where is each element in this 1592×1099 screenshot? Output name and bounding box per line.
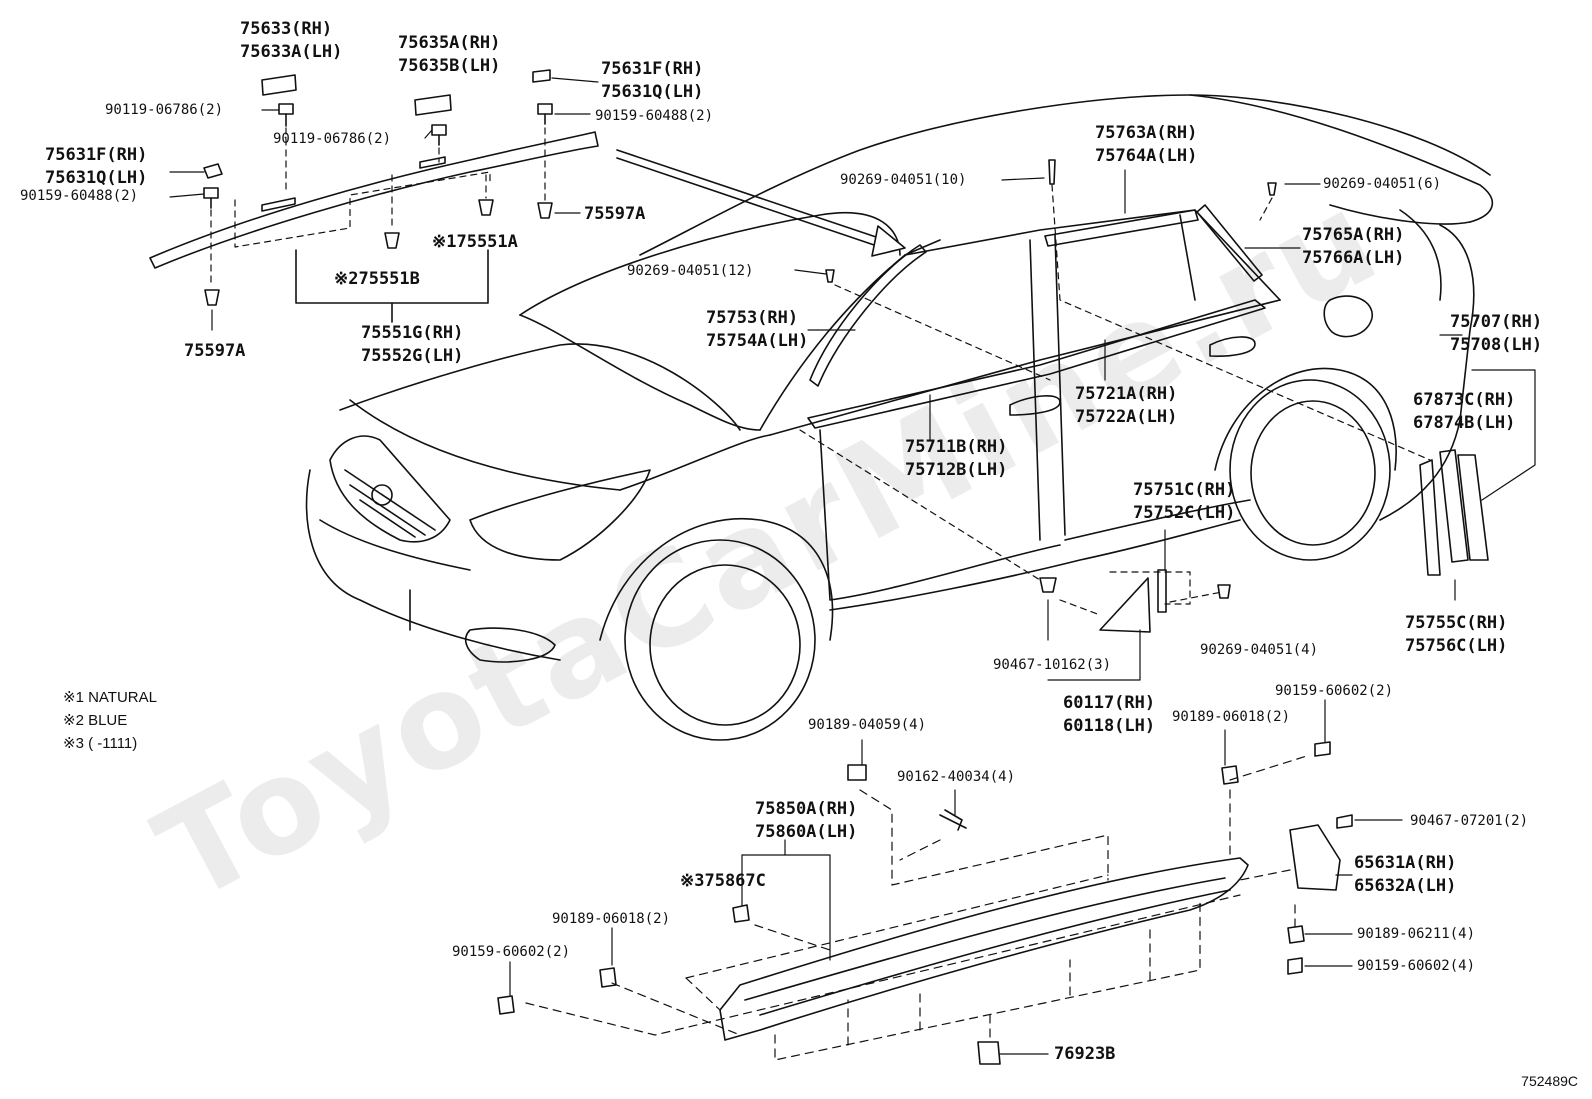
label-75631F-left: 75631F(RH) 75631Q(LH) — [45, 145, 148, 188]
label-90269-04051-10: 90269-04051(10) — [840, 172, 967, 188]
label-90159-60602-a: 90159-60602(2) — [1275, 683, 1394, 699]
label-90189-06018-b: 90189-06018(2) — [552, 911, 671, 927]
label-76923B: 76923B — [1054, 1044, 1116, 1064]
label-75551A: ※175551A — [432, 232, 518, 252]
molding-leaders — [799, 184, 1431, 616]
label-75551B: ※275551B — [334, 269, 420, 289]
label-90189-04059: 90189-04059(4) — [808, 717, 927, 733]
label-75755C: 75755C(RH) 75756C(LH) — [1405, 613, 1508, 656]
label-90269-04051-4: 90269-04051(4) — [1200, 642, 1319, 658]
label-75765A: 75765A(RH) 75766A(LH) — [1302, 225, 1405, 268]
car-body-outline — [305, 94, 1494, 741]
label-90119-06786-b: 90119-06786(2) — [273, 131, 392, 147]
label-65631A: 65631A(RH) 65632A(LH) — [1354, 853, 1457, 896]
diagram-code: 752489C — [1521, 1073, 1578, 1089]
cap-75631F-top — [532, 69, 551, 83]
label-75551G: 75551G(RH) 75552G(LH) — [361, 323, 464, 366]
label-leaders — [169, 77, 1536, 1055]
label-90269-04051-6: 90269-04051(6) — [1323, 176, 1442, 192]
label-90159-60488-b: 90159-60488(2) — [20, 188, 139, 204]
note-3: ※3 ( -1111) — [63, 735, 138, 752]
label-75631F-top: 75631F(RH) 75631Q(LH) — [601, 59, 704, 102]
label-90159-60602-b: 90159-60602(2) — [452, 944, 571, 960]
label-75753: 75753(RH) 75754A(LH) — [706, 308, 809, 351]
label-90159-60488-a: 90159-60488(2) — [595, 108, 714, 124]
label-75867C: ※375867C — [680, 871, 766, 891]
label-75763A: 75763A(RH) 75764A(LH) — [1095, 123, 1198, 166]
label-90189-06018-a: 90189-06018(2) — [1172, 709, 1291, 725]
label-90467-07201: 90467-07201(2) — [1410, 813, 1529, 829]
label-90159-60602-c: 90159-60602(4) — [1357, 958, 1476, 974]
label-90269-04051-12: 90269-04051(12) — [627, 263, 754, 279]
direction-arrow — [616, 149, 906, 257]
label-90119-06786-a: 90119-06786(2) — [105, 102, 224, 118]
label-75711B: 75711B(RH) 75712B(LH) — [905, 437, 1008, 480]
label-75597A-bottom: 75597A — [184, 341, 246, 361]
note-2: ※2 BLUE — [63, 712, 128, 729]
label-75707: 75707(RH) 75708(LH) — [1450, 312, 1543, 355]
cap-75631F-left — [203, 163, 223, 179]
door-moldings — [807, 159, 1489, 633]
rocker-leaders — [525, 754, 1311, 1061]
label-75633: 75633(RH) 75633A(LH) — [240, 19, 343, 62]
label-90189-06211: 90189-06211(4) — [1357, 926, 1476, 942]
roof-rail-assembly — [149, 69, 599, 323]
label-75850A: 75850A(RH) 75860A(LH) — [755, 799, 858, 842]
label-60117: 60117(RH) 60118(LH) — [1063, 693, 1156, 736]
label-90467-10162: 90467-10162(3) — [993, 657, 1112, 673]
label-75721A: 75721A(RH) 75722A(LH) — [1075, 384, 1178, 427]
label-75597A-right: 75597A — [584, 204, 646, 224]
cap-75633 — [261, 74, 297, 96]
label-90162-40034: 90162-40034(4) — [897, 769, 1016, 785]
label-75635A: 75635A(RH) 75635B(LH) — [398, 33, 501, 76]
label-67873C: 67873C(RH) 67874B(LH) — [1413, 390, 1516, 433]
label-75751C: 75751C(RH) 75752C(LH) — [1133, 480, 1236, 523]
rocker-panel — [497, 741, 1353, 1065]
cap-75635A — [414, 94, 452, 116]
note-1: ※1 NATURAL — [63, 689, 157, 706]
